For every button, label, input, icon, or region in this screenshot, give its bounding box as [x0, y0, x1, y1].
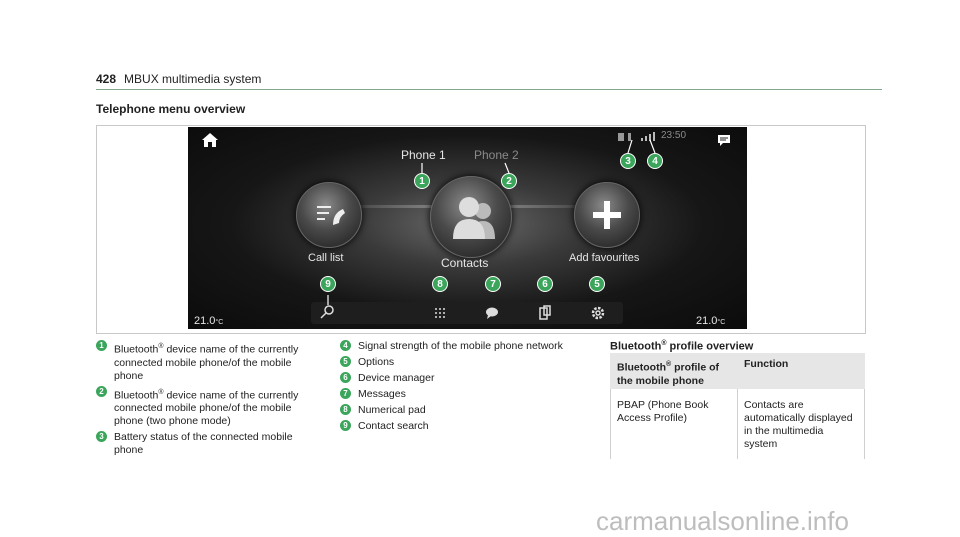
legend-text: Battery status of the connected mobile p… — [114, 431, 293, 456]
callout-9: 9 — [320, 276, 336, 292]
contacts-label: Contacts — [441, 256, 489, 270]
legend-number: 7 — [340, 388, 351, 399]
legend-text: Options — [358, 356, 395, 368]
table-header: Bluetooth® profile of the mobile phone F… — [610, 353, 865, 389]
device-manager-icon[interactable] — [538, 305, 552, 321]
settings-icon[interactable] — [590, 305, 606, 321]
legend-text: Numerical pad — [358, 404, 426, 416]
callout-3: 3 — [620, 153, 636, 169]
legend-number: 9 — [340, 420, 351, 431]
section-title: Telephone menu overview — [96, 102, 246, 116]
add-favourites-label: Add favourites — [569, 252, 640, 264]
legend-text: device name of the currently connected m… — [114, 343, 299, 382]
legend-number: 8 — [340, 404, 351, 415]
registered-mark: ® — [158, 388, 164, 396]
legend-item-7: 7 Messages — [340, 388, 600, 401]
callout-6: 6 — [537, 276, 553, 292]
search-icon[interactable] — [319, 304, 335, 320]
manual-title: MBUX multimedia system — [124, 72, 262, 86]
call-list-icon — [317, 206, 345, 225]
tab-phone-1[interactable]: Phone 1 — [401, 148, 446, 162]
legend-text: Messages — [358, 388, 406, 400]
legend-text: Device manager — [358, 372, 435, 384]
legend-item-4: 4 Signal strength of the mobile phone net… — [340, 340, 600, 353]
legend-item-9: 9 Contact search — [340, 420, 600, 433]
page-number: 428 — [96, 72, 117, 86]
temperature-left[interactable]: 21.0°C — [194, 315, 223, 327]
message-icon[interactable] — [716, 133, 732, 147]
legend-item-5: 5 Options — [340, 356, 600, 369]
messages-icon[interactable] — [485, 306, 499, 320]
temp-left-unit: °C — [215, 319, 224, 326]
table-title-text: profile overview — [666, 340, 754, 353]
legend-item-1: 1 Bluetooth® device name of the currently… — [96, 340, 306, 383]
call-list-button[interactable] — [296, 182, 362, 248]
callout-1: 1 — [414, 173, 430, 189]
page-header: 428 MBUX multimedia system — [96, 72, 261, 86]
signal-icon — [641, 132, 655, 141]
registered-mark: ® — [666, 361, 672, 368]
tab-phone-2[interactable]: Phone 2 — [474, 148, 519, 162]
temp-right-unit: °C — [717, 319, 726, 326]
contacts-icon — [453, 197, 495, 239]
callout-8: 8 — [432, 276, 448, 292]
add-icon — [593, 201, 621, 229]
legend-number: 3 — [96, 431, 107, 442]
callout-2: 2 — [501, 173, 517, 189]
cell-function: Contacts are automatically displayed in … — [737, 389, 865, 459]
header-text: Bluetooth — [617, 361, 666, 374]
registered-mark: ® — [661, 340, 667, 347]
header-divider — [96, 89, 882, 90]
profile-table: Bluetooth® profile of the mobile phone F… — [610, 353, 865, 459]
legend-item-3: 3 Battery status of the connected mobile … — [96, 431, 306, 457]
watermark: carmanualsonline.info — [596, 506, 849, 536]
callout-7: 7 — [485, 276, 501, 292]
temp-left-value: 21.0 — [194, 315, 216, 327]
legend-number: 2 — [96, 385, 107, 397]
legend-text: device name of the currently connected m… — [114, 389, 299, 427]
temp-right-value: 21.0 — [696, 315, 718, 327]
add-favourites-button[interactable] — [574, 182, 640, 248]
legend-text: Contact search — [358, 420, 429, 432]
header-profile: Bluetooth® profile of the mobile phone — [610, 353, 737, 389]
legend-middle: 4 Signal strength of the mobile phone net… — [340, 340, 600, 436]
home-icon[interactable] — [200, 131, 220, 149]
legend-number: 1 — [96, 340, 107, 351]
callout-5: 5 — [589, 276, 605, 292]
legend-text: Signal strength of the mobile phone netw… — [358, 340, 563, 352]
legend-number: 6 — [340, 372, 351, 383]
legend-text: Bluetooth — [114, 343, 159, 356]
legend-item-2: 2 Bluetooth® device name of the currently… — [96, 385, 306, 429]
legend-number: 4 — [340, 340, 351, 351]
registered-mark: ® — [158, 343, 164, 350]
cell-profile: PBAP (Phone Book Access Profile) — [610, 389, 737, 459]
header-function: Function — [737, 353, 865, 389]
table-row: PBAP (Phone Book Access Profile) Contact… — [610, 389, 865, 459]
callout-4: 4 — [647, 153, 663, 169]
numpad-icon[interactable] — [433, 306, 447, 320]
clock: 23:50 — [661, 130, 687, 141]
legend-text: Bluetooth — [114, 389, 159, 401]
battery-icon — [618, 133, 631, 141]
table-title-text: Bluetooth — [610, 340, 662, 353]
header-text: profile of the mobile phone — [617, 361, 720, 387]
call-list-label: Call list — [308, 252, 344, 264]
temperature-right[interactable]: 21.0°C — [696, 315, 725, 327]
table-title: Bluetooth® profile overview — [610, 340, 753, 353]
legend-item-8: 8 Numerical pad — [340, 404, 600, 417]
legend-number: 5 — [340, 356, 351, 367]
legend-item-6: 6 Device manager — [340, 372, 600, 385]
contacts-button[interactable] — [430, 176, 512, 258]
